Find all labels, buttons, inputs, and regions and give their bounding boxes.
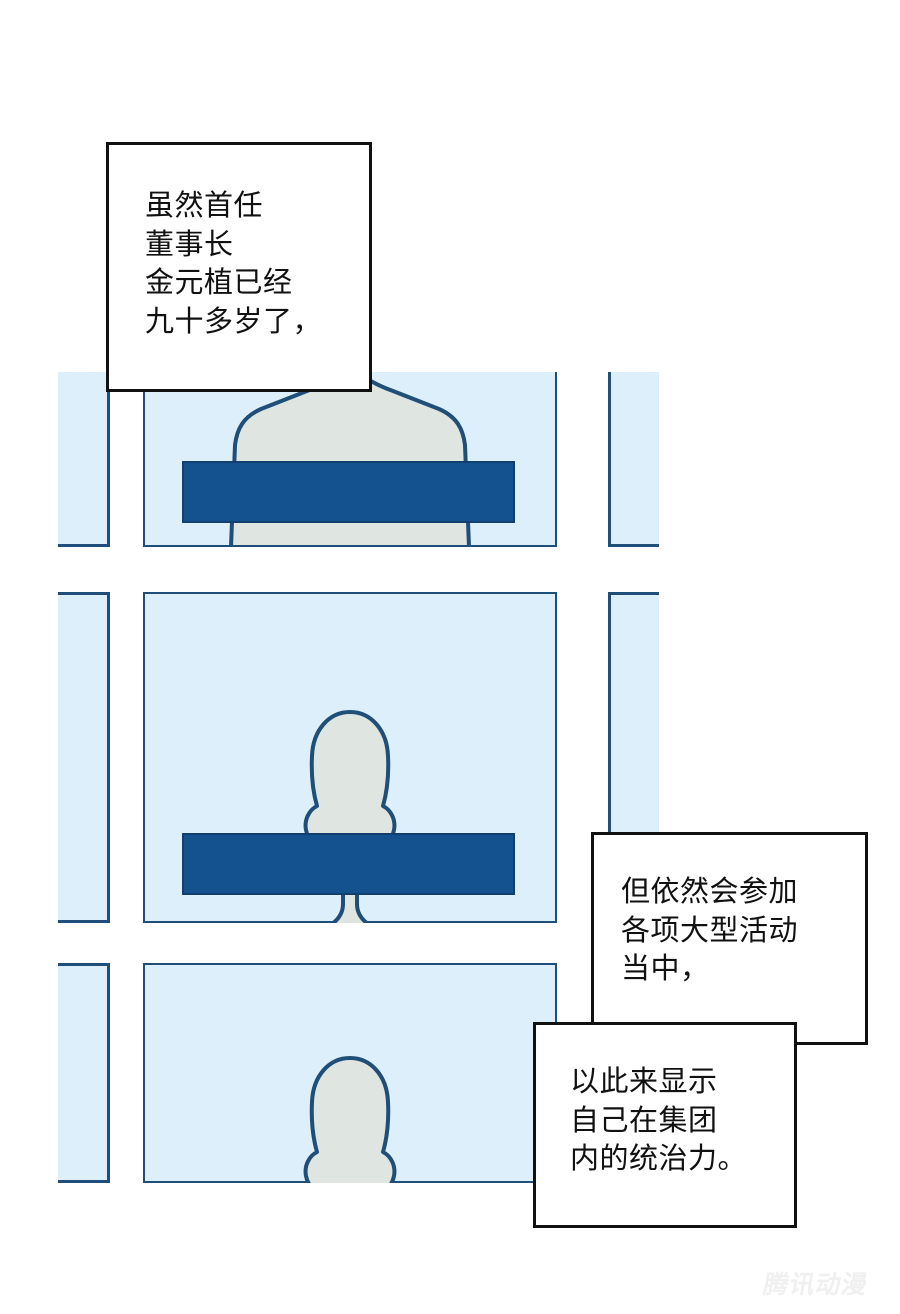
panel-3-side-pane-left <box>58 963 110 1183</box>
speech-bubble-2-text: 但依然会参加 各项大型活动 当中， <box>621 874 799 986</box>
panel-1 <box>0 0 900 560</box>
watermark-tencent-comics: 腾讯动漫 <box>761 1270 871 1299</box>
panel-2-figure-silhouette <box>303 710 397 923</box>
panel-3-figure-silhouette <box>303 1056 397 1183</box>
speech-bubble-3-text: 以此来显示 自己在集团 内的统治力。 <box>570 1064 748 1176</box>
speech-bubble-seam <box>597 1025 794 1042</box>
panel-2 <box>58 592 659 923</box>
panel-2-side-pane-left <box>58 592 110 923</box>
speech-bubble-3 <box>533 1022 797 1228</box>
speech-bubble-2 <box>591 832 868 1045</box>
speech-bubble-1 <box>106 142 372 392</box>
panel-1-side-pane-right <box>608 372 659 547</box>
panel-1-censor-bar <box>182 461 515 523</box>
panel-3-main-pane <box>143 963 557 1183</box>
panel-1-side-pane-left <box>58 372 110 547</box>
panel-2-censor-bar <box>182 833 515 895</box>
speech-bubble-1-text: 虽然首任 董事长 金元植已经 九十多岁了， <box>145 188 323 338</box>
